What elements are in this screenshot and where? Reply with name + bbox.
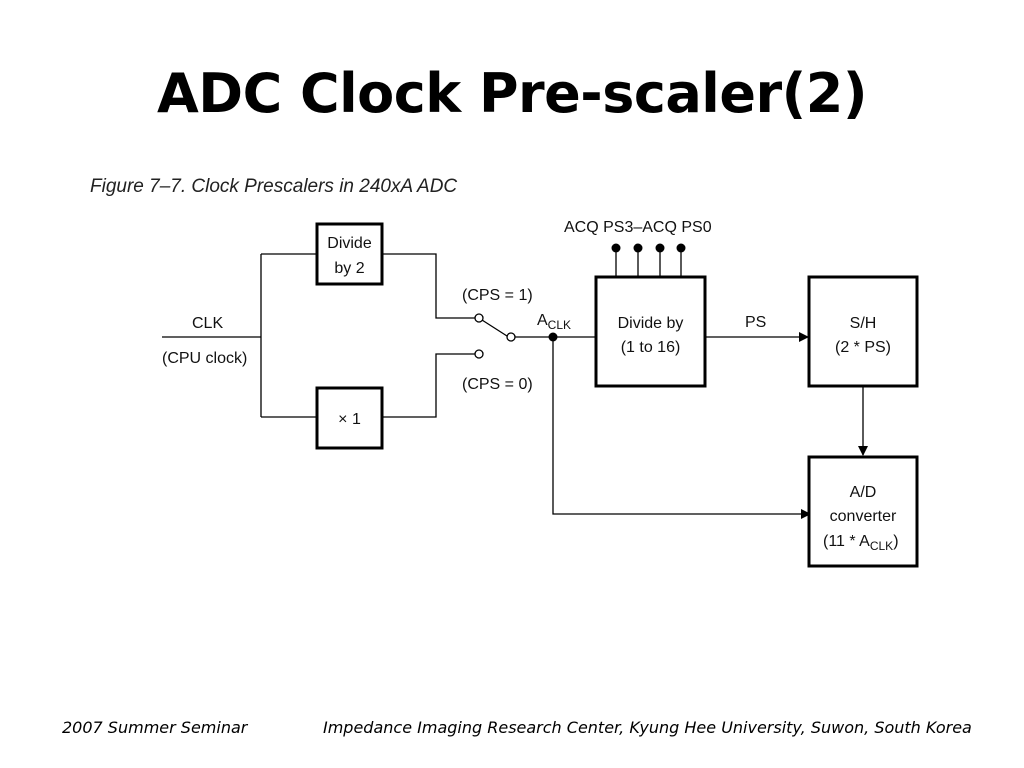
switch-contact-cps0 — [474, 349, 484, 359]
sample-hold-label-line2: (2 * PS) — [835, 339, 891, 356]
ad-converter-label-line2: converter — [830, 508, 897, 525]
sample-hold-block — [807, 275, 919, 388]
divide-by-16-label-line2: (1 to 16) — [621, 339, 681, 356]
acq-ps2-dot — [633, 243, 643, 253]
figure-caption: Figure 7–7. Clock Prescalers in 240xA AD… — [90, 176, 458, 197]
switch-common-contact — [506, 332, 516, 342]
divide-by-16-label-line1: Divide by — [618, 315, 684, 332]
switch-contact-cps1 — [474, 313, 484, 323]
times-one-label: × 1 — [338, 411, 361, 428]
divide-by-2-block — [315, 222, 384, 286]
ad-converter-label-line3: (11 * ACLK) — [823, 533, 899, 553]
cps1-label: (CPS = 1) — [462, 287, 533, 304]
divide-by-2-label-line1: Divide — [327, 235, 372, 252]
times-one-block — [315, 386, 384, 450]
cps0-label: (CPS = 0) — [462, 376, 533, 393]
footer-seminar: 2007 Summer Seminar — [62, 718, 248, 737]
acq-ps1-dot — [655, 243, 665, 253]
sample-hold-label-line1: S/H — [850, 315, 877, 332]
acq-ps3-dot — [611, 243, 621, 253]
ps-label: PS — [745, 314, 766, 331]
ad-converter-label-line1: A/D — [850, 484, 877, 501]
divide-by-16-block — [594, 275, 707, 388]
footer-institution: Impedance Imaging Research Center, Kyung… — [323, 718, 972, 737]
clk-label: CLK — [192, 315, 223, 332]
times1-to-switch-wire — [382, 353, 476, 418]
acq-ps0-dot — [676, 243, 686, 253]
ad-converter-block — [807, 455, 919, 568]
aclk-to-adc-wire — [552, 337, 811, 519]
cpu-clock-label: (CPU clock) — [162, 350, 247, 367]
divide2-to-switch-wire — [382, 253, 476, 319]
aclk-label: ACLK — [537, 312, 571, 332]
divide-by-2-label-line2: by 2 — [334, 260, 364, 277]
switch-blade — [481, 319, 508, 337]
acq-ps-label: ACQ PS3–ACQ PS0 — [564, 219, 712, 236]
slide-title: ADC Clock Pre-scaler(2) — [156, 62, 868, 125]
